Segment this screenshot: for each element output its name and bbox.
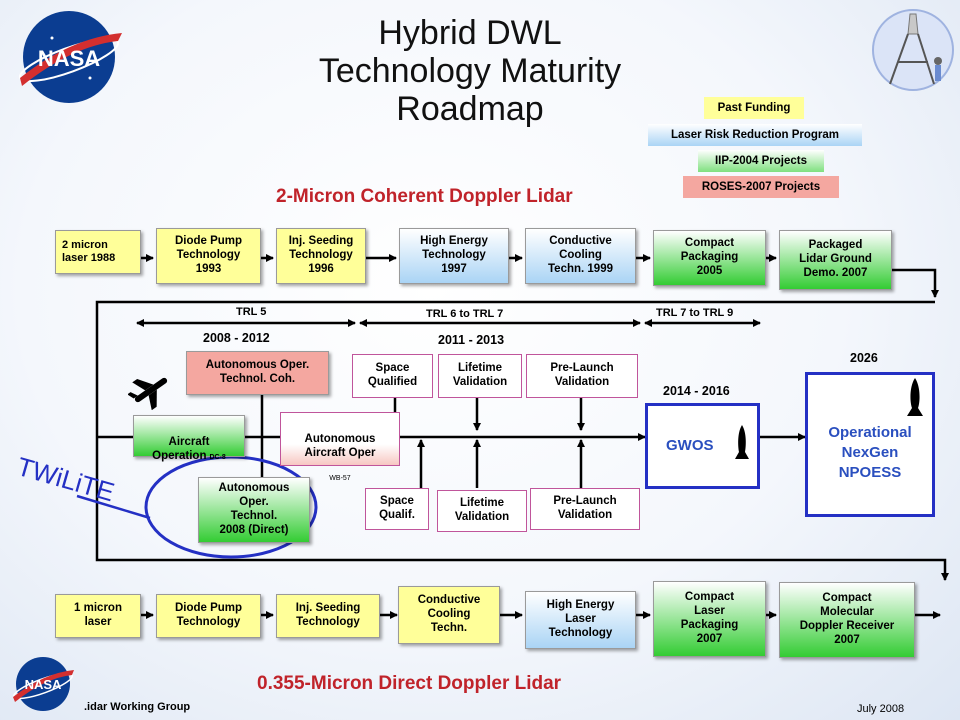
rocket-icon-2 [905, 378, 925, 416]
autonomous-aircraft-oper: Autonomous Aircraft Oper WB-57 [280, 412, 400, 482]
lifetime-validation-top: Lifetime Validation [438, 354, 522, 398]
footer-right: July 2008 [857, 703, 905, 715]
nasa-logo-small: NASA [8, 655, 78, 713]
lifetime-validation-bottom: Lifetime Validation [437, 490, 527, 532]
nasa-logo-text: NASA [38, 46, 100, 71]
autonomous-aircraft-label: Autonomous Aircraft Oper [304, 432, 376, 459]
coherent-step-4: High Energy Technology 1997 [399, 228, 509, 284]
coherent-step-6: Compact Packaging 2005 [653, 230, 766, 286]
coherent-step-5: Conductive Cooling Techn. 1999 [525, 228, 636, 284]
legend-iip: IIP-2004 Projects [698, 150, 824, 172]
coherent-step-2: Diode Pump Technology 1993 [156, 228, 261, 284]
trl79-label: TRL 7 to TRL 9 [656, 307, 734, 319]
direct-step-5: High Energy Laser Technology [525, 591, 636, 649]
space-qualif-bottom: Space Qualif. [365, 488, 429, 530]
autonomous-aircraft-sub: WB-57 [329, 475, 351, 483]
direct-step-7: Compact Molecular Doppler Receiver 2007 [779, 582, 915, 658]
direct-step-6: Compact Laser Packaging 2007 [653, 581, 766, 657]
mission-badge [872, 6, 954, 92]
gwos-label: GWOS [666, 437, 714, 454]
direct-step-4: Conductive Cooling Techn. [398, 586, 500, 644]
legend-past-funding: Past Funding [704, 97, 804, 119]
aircraft-icon [127, 370, 174, 411]
trl67-label: TRL 6 to TRL 7 [426, 308, 504, 320]
aircraft-operation-sub: DC-8 [209, 453, 226, 461]
autonomous-direct: Autonomous Oper. Technol. 2008 (Direct) [198, 477, 310, 543]
aircraft-operation-label: Aircraft Operation [152, 435, 210, 462]
coherent-step-7: Packaged Lidar Ground Demo. 2007 [779, 230, 892, 290]
coherent-step-1: 2 micron laser 1988 [55, 230, 141, 274]
year-2008-2012: 2008 - 2012 [203, 331, 270, 345]
year-2014-2016: 2014 - 2016 [663, 384, 730, 398]
direct-title: 0.355-Micron Direct Doppler Lidar [257, 673, 562, 694]
page-title: Hybrid DWL Technology Maturity Roadmap [318, 14, 622, 128]
prelaunch-validation-top: Pre-Launch Validation [526, 354, 638, 398]
nasa-logo-small-text: NASA [25, 677, 62, 692]
year-2011-2013: 2011 - 2013 [438, 333, 505, 347]
year-2026: 2026 [850, 351, 878, 365]
direct-step-2: Diode Pump Technology [156, 594, 261, 638]
prelaunch-validation-bottom: Pre-Launch Validation [530, 488, 640, 530]
trl5-label: TRL 5 [236, 306, 267, 318]
space-qualified-top: Space Qualified [352, 354, 433, 398]
coherent-step-3: Inj. Seeding Technology 1996 [276, 228, 366, 284]
auto-oper-coh: Autonomous Oper. Technol. Coh. [186, 351, 329, 395]
nasa-logo: NASA [10, 8, 128, 106]
direct-step-3: Inj. Seeding Technology [276, 594, 380, 638]
coherent-title: 2-Micron Coherent Doppler Lidar [276, 186, 573, 207]
operational-label: Operational NexGen NPOESS [828, 423, 912, 481]
direct-step-1: 1 micron laser [55, 594, 141, 638]
rocket-icon [733, 425, 751, 459]
footer-left: .idar Working Group [84, 701, 191, 713]
legend-lrrp: Laser Risk Reduction Program [648, 124, 862, 146]
legend-roses: ROSES-2007 Projects [683, 176, 839, 198]
